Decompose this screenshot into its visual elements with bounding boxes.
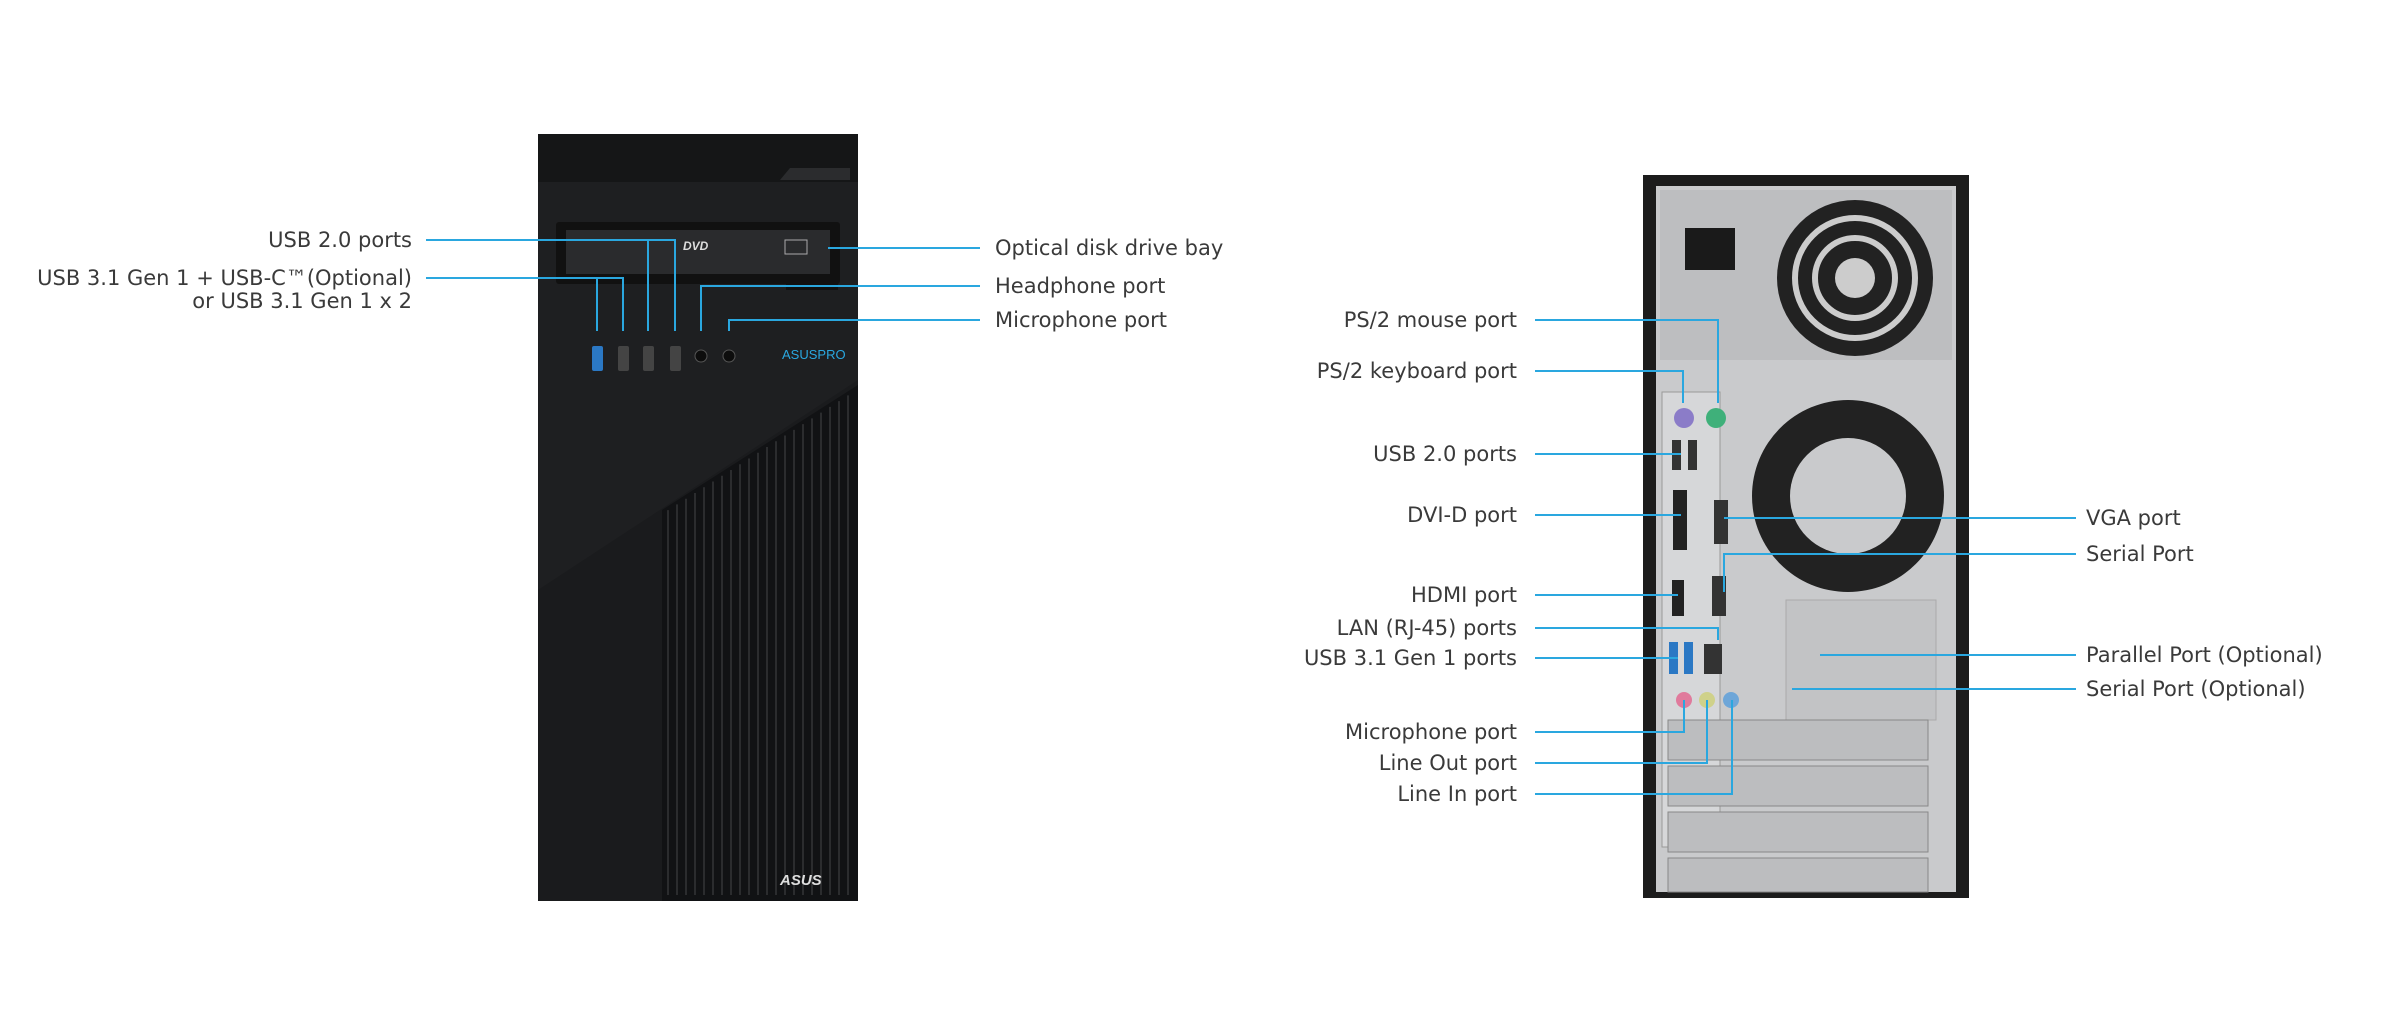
asus-logo: ASUS — [779, 872, 822, 889]
label-front-usb31-line1: USB 3.1 Gen 1 + USB-C™(Optional) — [37, 266, 412, 290]
rear-tower — [1643, 175, 1969, 898]
front-tower: DVD ASUSPRO ASUS — [538, 134, 858, 901]
usb31-port — [1684, 642, 1693, 674]
usbc-port — [618, 346, 629, 371]
label-dvid: DVI-D port — [1407, 503, 1517, 527]
label-vga: VGA port — [2086, 506, 2181, 530]
leader-lines — [426, 239, 2076, 795]
expansion-slots — [1667, 719, 1929, 893]
eject-button — [784, 239, 808, 255]
dvd-logo: DVD — [683, 239, 709, 253]
front-ports — [592, 346, 736, 371]
label-rear-usb31: USB 3.1 Gen 1 ports — [1303, 646, 1517, 670]
ps2-mouse-port — [1706, 408, 1726, 428]
label-parallel-optional: Parallel Port (Optional) — [2086, 643, 2323, 667]
label-lan: LAN (RJ-45) ports — [1336, 616, 1517, 640]
vga-port — [1714, 500, 1728, 544]
label-line-out: Line Out port — [1378, 751, 1517, 775]
label-rear-usb20: USB 2.0 ports — [1373, 442, 1517, 466]
usb20-port — [1688, 440, 1697, 470]
label-front-microphone: Microphone port — [995, 308, 1167, 332]
serial-port — [1712, 576, 1726, 616]
label-headphone: Headphone port — [995, 274, 1166, 298]
asuspro-logo: ASUSPRO — [782, 347, 846, 362]
lan-port — [1704, 644, 1722, 674]
headphone-jack — [694, 349, 708, 363]
usb20-port — [670, 346, 681, 371]
label-ps2-mouse: PS/2 mouse port — [1343, 308, 1517, 332]
label-ps2-keyboard: PS/2 keyboard port — [1316, 359, 1517, 383]
power-socket — [1685, 228, 1735, 270]
optical-drive-bay — [566, 230, 830, 274]
front-grille — [662, 385, 858, 901]
usb31-port — [592, 346, 603, 371]
label-rear-microphone: Microphone port — [1345, 720, 1517, 744]
usb20-port — [643, 346, 654, 371]
label-optical-drive: Optical disk drive bay — [995, 236, 1224, 260]
label-front-usb31-line2: or USB 3.1 Gen 1 x 2 — [192, 289, 412, 313]
label-serial: Serial Port — [2086, 542, 2194, 566]
microphone-jack — [722, 349, 736, 363]
label-hdmi: HDMI port — [1411, 583, 1517, 607]
label-line-in: Line In port — [1397, 782, 1517, 806]
dvi-port — [1673, 490, 1687, 550]
ps2-keyboard-port — [1674, 408, 1694, 428]
hdmi-port — [1672, 580, 1684, 616]
label-front-usb20: USB 2.0 ports — [268, 228, 412, 252]
label-serial-optional: Serial Port (Optional) — [2086, 677, 2306, 701]
